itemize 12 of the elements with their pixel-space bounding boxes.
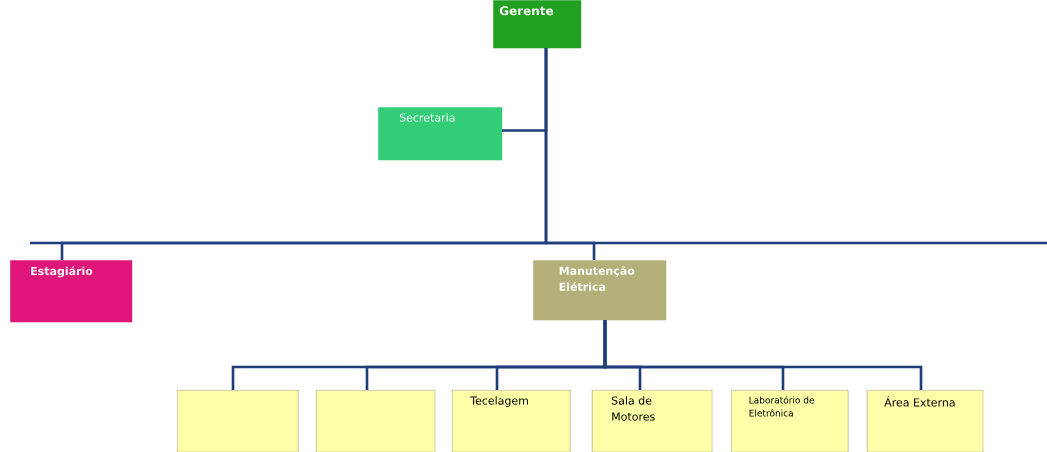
connector-line — [603, 320, 923, 390]
empty-box — [177, 390, 299, 452]
org-box: Sala de Motores — [592, 390, 713, 452]
org-box: Secretaria — [378, 107, 503, 161]
org-box: Estagiário — [10, 260, 133, 323]
connector-line — [544, 48, 596, 260]
org-box: Tecelagem — [452, 390, 571, 452]
org-box: Gerente — [493, 0, 582, 49]
org-box: Manutenção Elétrica — [533, 260, 667, 321]
empty-box — [316, 390, 436, 452]
org-box: Área Externa — [867, 390, 984, 452]
org-box: Laboratório de Eletrônica — [731, 390, 849, 452]
